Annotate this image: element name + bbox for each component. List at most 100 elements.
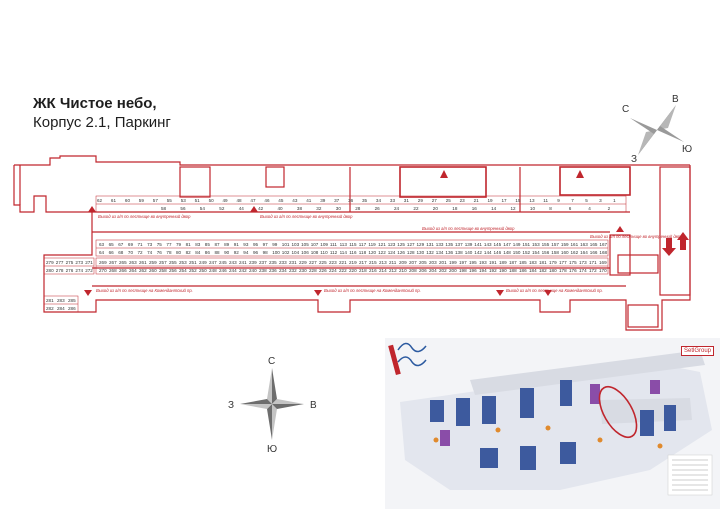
exit-arrow-icon — [88, 206, 96, 212]
parking-grid — [43, 195, 627, 313]
parking-space-label: 153 — [532, 242, 540, 247]
parking-space-label: 240 — [249, 268, 257, 273]
parking-space-label: 51 — [195, 198, 201, 203]
parking-space-label: 205 — [419, 260, 427, 265]
parking-space-label: 186 — [519, 268, 527, 273]
parking-space-label: 90 — [224, 250, 230, 255]
parking-space-label: 189 — [499, 260, 507, 265]
parking-space-label: 120 — [368, 250, 376, 255]
exit-note: Выход из а/п по лестнице на Комендантски… — [324, 288, 421, 293]
parking-space-label: 131 — [426, 242, 434, 247]
parking-space-label: 258 — [159, 268, 167, 273]
parking-space-label: 191 — [489, 260, 497, 265]
parking-space-label: 104 — [292, 250, 300, 255]
parking-space-label: 92 — [234, 250, 240, 255]
parking-space-label: 22 — [413, 206, 419, 211]
parking-space-label: 201 — [439, 260, 447, 265]
site-map — [385, 338, 720, 509]
parking-space-label: 268 — [109, 268, 117, 273]
parking-space-label: 109 — [320, 242, 328, 247]
parking-space-label: 133 — [436, 242, 444, 247]
parking-space-label: 286 — [68, 306, 76, 311]
parking-space-label: 176 — [569, 268, 577, 273]
compass-n: С — [622, 104, 629, 115]
parking-space-label: 115 — [349, 242, 357, 247]
parking-space-label: 154 — [532, 250, 540, 255]
parking-space-label: 244 — [229, 268, 237, 273]
parking-space-label: 124 — [388, 250, 396, 255]
parking-space-label: 100 — [272, 250, 280, 255]
parking-space-label: 82 — [186, 250, 192, 255]
parking-space-label: 105 — [301, 242, 309, 247]
parking-space-label: 155 — [542, 242, 550, 247]
parking-space-label: 232 — [289, 268, 297, 273]
parking-space-label: 225 — [319, 260, 327, 265]
parking-space-label: 211 — [389, 260, 397, 265]
parking-space-label: 278 — [56, 268, 64, 273]
compass-s: Ю — [267, 444, 277, 455]
parking-space-label: 132 — [426, 250, 434, 255]
parking-space-label: 8 — [549, 206, 552, 211]
parking-space-label: 59 — [139, 198, 145, 203]
parking-space-label: 245 — [219, 260, 227, 265]
parking-space-label: 38 — [297, 206, 303, 211]
parking-space-label: 159 — [561, 242, 569, 247]
parking-space-label: 33 — [390, 198, 396, 203]
parking-space-label: 222 — [339, 268, 347, 273]
parking-space-label: 183 — [529, 260, 537, 265]
parking-space-label: 36 — [348, 198, 354, 203]
parking-space-label: 88 — [215, 250, 221, 255]
parking-space-label: 175 — [569, 260, 577, 265]
parking-space-label: 236 — [269, 268, 277, 273]
parking-space-label: 63 — [99, 242, 105, 247]
parking-space-label: 102 — [282, 250, 290, 255]
compass-e: В — [672, 94, 679, 105]
parking-space-label: 156 — [542, 250, 550, 255]
parking-space-label: 208 — [409, 268, 417, 273]
parking-space-label: 253 — [179, 260, 187, 265]
title-line1: ЖК Чистое небо, — [33, 95, 157, 112]
parking-space-label: 106 — [301, 250, 309, 255]
parking-space-label: 50 — [209, 198, 215, 203]
parking-space-label: 26 — [375, 206, 381, 211]
parking-space-label: 171 — [589, 260, 597, 265]
parking-space-label: 48 — [237, 198, 243, 203]
parking-space-label: 223 — [329, 260, 337, 265]
parking-space-label: 41 — [306, 198, 312, 203]
parking-space-label: 49 — [223, 198, 229, 203]
exit-note: Выход из а/п по лестнице во внутренний д… — [260, 214, 353, 219]
parking-space-label: 282 — [46, 306, 54, 311]
parking-space-label: 5 — [585, 198, 588, 203]
parking-space-label: 254 — [179, 268, 187, 273]
parking-space-label: 217 — [359, 260, 367, 265]
parking-space-label: 275 — [66, 260, 74, 265]
exit-note: Выход из а/п по лестнице на Комендантски… — [96, 288, 193, 293]
parking-space-label: 65 — [109, 242, 115, 247]
parking-space-label: 31 — [404, 198, 410, 203]
parking-space-label: 177 — [559, 260, 567, 265]
parking-space-label: 81 — [186, 242, 192, 247]
parking-space-label: 269 — [99, 260, 107, 265]
parking-space-label: 127 — [407, 242, 415, 247]
parking-space-label: 145 — [494, 242, 502, 247]
parking-space-label: 206 — [419, 268, 427, 273]
parking-space-label: 9 — [557, 198, 560, 203]
building-outline — [13, 155, 691, 331]
parking-space-label: 78 — [166, 250, 172, 255]
compass-e: В — [310, 400, 317, 411]
parking-space-label: 283 — [57, 298, 65, 303]
parking-space-label: 18 — [452, 206, 458, 211]
parking-space-label: 27 — [432, 198, 438, 203]
parking-space-label: 134 — [436, 250, 444, 255]
parking-space-label: 270 — [99, 268, 107, 273]
parking-space-label: 15 — [515, 198, 521, 203]
parking-space-label: 213 — [379, 260, 387, 265]
parking-space-label: 32 — [316, 206, 322, 211]
parking-space-label: 80 — [176, 250, 182, 255]
parking-space-label: 29 — [418, 198, 424, 203]
parking-space-label: 44 — [239, 206, 245, 211]
parking-space-label: 42 — [258, 206, 264, 211]
parking-space-label: 52 — [219, 206, 225, 211]
developer-logo: SetlGroup — [681, 346, 715, 356]
